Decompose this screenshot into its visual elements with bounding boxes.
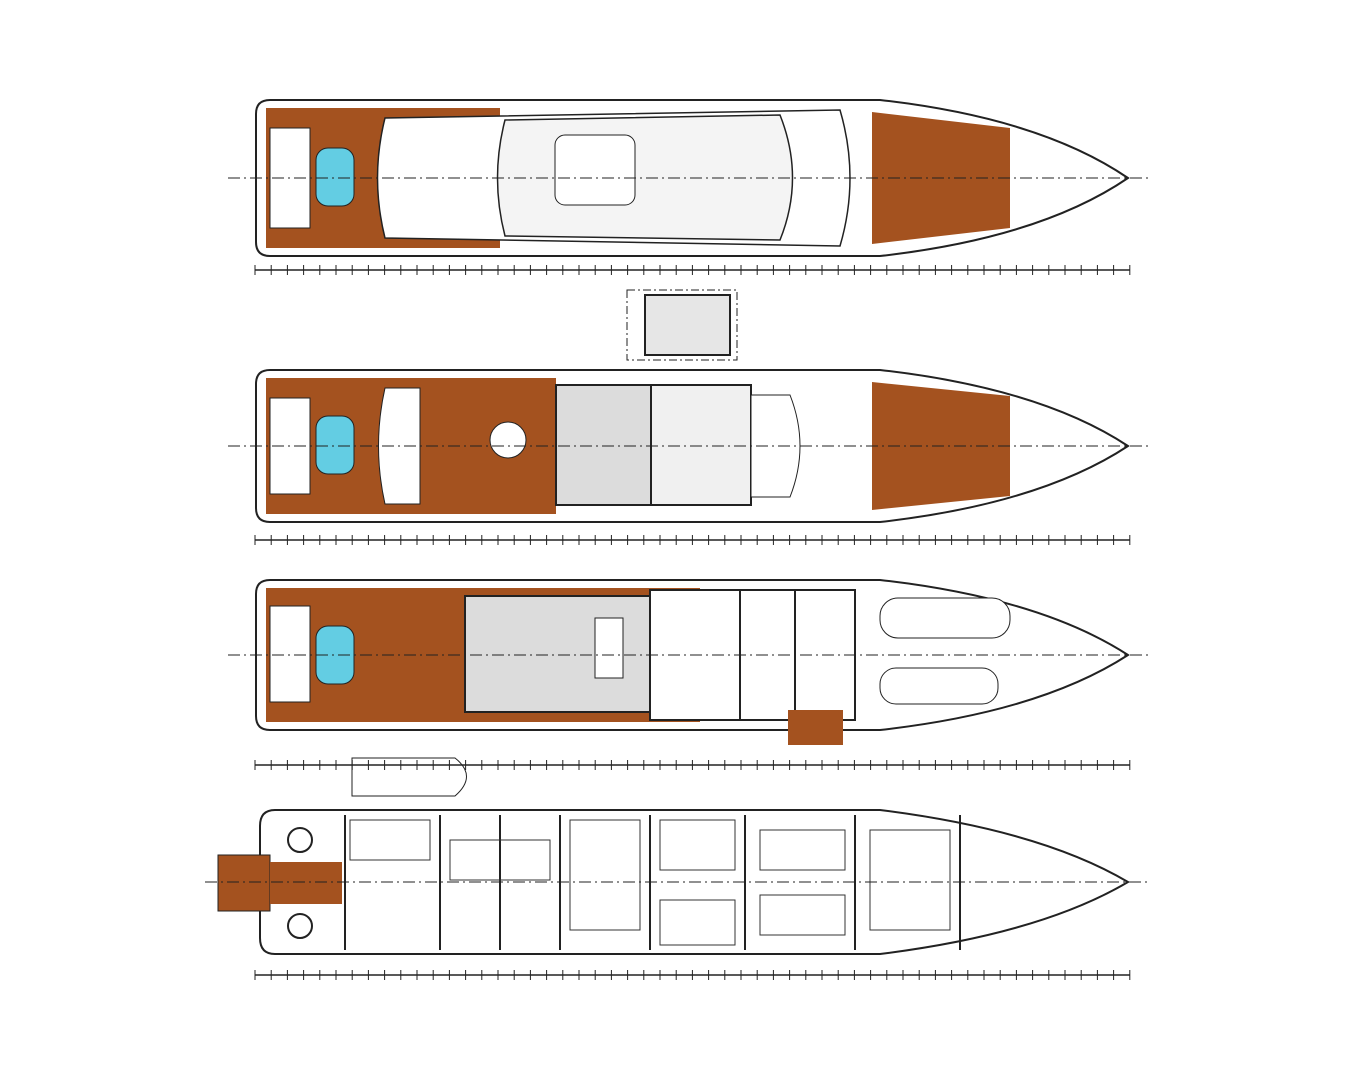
scale-bar — [254, 265, 1131, 275]
garage-teak — [270, 862, 342, 904]
deck-plan-4 — [205, 809, 1150, 955]
side-tender — [351, 757, 467, 797]
cabin — [869, 829, 951, 931]
side-platform — [788, 710, 843, 745]
deck-plan-2 — [228, 369, 1150, 523]
jacuzzi-pool — [315, 415, 355, 475]
cabin — [759, 829, 846, 871]
scale-bar — [254, 970, 1131, 980]
wheelhouse — [750, 394, 801, 498]
scale-bar — [254, 760, 1131, 770]
cabin — [659, 899, 736, 946]
scale-bar — [254, 535, 1131, 545]
swim-platform — [217, 854, 271, 912]
tender-1 — [879, 597, 1011, 639]
inset-detail — [626, 289, 738, 361]
inset-room — [644, 294, 731, 356]
cabin — [759, 894, 846, 936]
inset-frame — [626, 289, 738, 361]
aft-bench — [269, 605, 311, 703]
sky-lounge-interior — [555, 384, 652, 506]
propeller — [287, 913, 313, 939]
cabin — [349, 819, 431, 861]
deck-plan-1 — [228, 99, 1150, 257]
cabin — [569, 819, 641, 931]
dining-table — [489, 421, 527, 459]
tender-2 — [879, 667, 999, 705]
dining-table — [594, 617, 624, 679]
scale-bars — [254, 265, 1131, 980]
deck-plan-3 — [228, 579, 1150, 797]
cabin — [449, 839, 551, 881]
cabin — [659, 819, 736, 871]
jacuzzi-pool — [315, 147, 355, 207]
mast — [554, 134, 636, 206]
bridge-area — [650, 384, 752, 506]
propeller — [287, 827, 313, 853]
